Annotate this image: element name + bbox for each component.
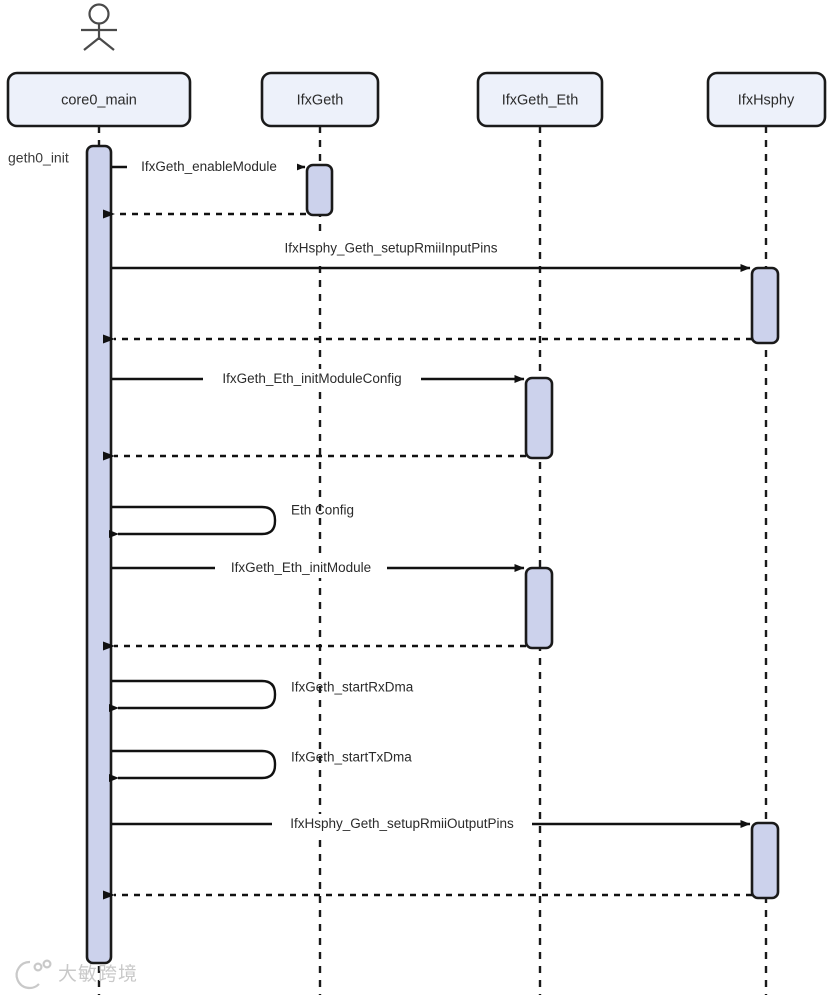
- message-label-ifxhsphy-geth-setuprmiioutputpins: IfxHsphy_Geth_setupRmiiOutputPins: [290, 816, 514, 831]
- activation-ifxgeth-eth-initmoduleconfig: [524, 376, 554, 460]
- participant-label-core0-main: core0_main: [61, 92, 137, 108]
- participant-header-ifxgeth[interactable]: IfxGeth: [260, 71, 380, 128]
- message-label-ifxgeth-enablemodule: IfxGeth_enableModule: [141, 159, 277, 174]
- watermark-text: 大敏跨境: [58, 963, 138, 985]
- message-label-ifxgeth-startrxdma: IfxGeth_startRxDma: [291, 680, 414, 695]
- activation-ifxgeth-eth-initmodule: [524, 566, 554, 650]
- watermark: 大敏跨境: [15, 959, 138, 990]
- message-ifxgeth-eth-initmodule[interactable]: IfxGeth_Eth_initModule: [112, 558, 525, 578]
- participant-label-ifxgeth-eth: IfxGeth_Eth: [502, 92, 579, 108]
- activation-label-geth0-init: geth0_init: [8, 150, 69, 166]
- activation-ifxhsphy-setuprmiioutputpins: [750, 821, 780, 900]
- message-label-ifxhsphy-geth-setuprmiiinputpins: IfxHsphy_Geth_setupRmiiInputPins: [284, 241, 497, 256]
- message-ifxhsphy-geth-setuprmiiinputpins[interactable]: IfxHsphy_Geth_setupRmiiInputPins: [112, 238, 751, 272]
- participant-header-core0-main[interactable]: core0_main: [6, 71, 192, 128]
- message-label-eth-config: Eth Config: [291, 503, 354, 518]
- participant-label-ifxhsphy: IfxHsphy: [738, 92, 795, 108]
- message-label-ifxgeth-eth-initmoduleconfig: IfxGeth_Eth_initModuleConfig: [222, 371, 401, 386]
- message-self-ifxgeth-startrxdma[interactable]: IfxGeth_startRxDma: [109, 680, 414, 712]
- watermark-logo-icon: [15, 959, 52, 990]
- message-label-ifxgeth-starttxdma: IfxGeth_startTxDma: [291, 750, 412, 765]
- message-label-ifxgeth-eth-initmodule: IfxGeth_Eth_initModule: [231, 560, 371, 575]
- participant-header-ifxhsphy[interactable]: IfxHsphy: [706, 71, 827, 128]
- message-self-eth-config[interactable]: Eth Config: [109, 503, 354, 538]
- message-ifxhsphy-geth-setuprmiioutputpins[interactable]: IfxHsphy_Geth_setupRmiiOutputPins: [112, 814, 751, 834]
- actor-stick-figure-icon: [81, 3, 117, 51]
- message-ifxgeth-enablemodule[interactable]: IfxGeth_enableModule: [112, 157, 306, 177]
- activation-core0-main: [85, 144, 113, 965]
- activation-ifxgeth-enablemodule: [305, 163, 334, 217]
- message-ifxgeth-eth-initmoduleconfig[interactable]: IfxGeth_Eth_initModuleConfig: [112, 369, 525, 389]
- participant-label-ifxgeth: IfxGeth: [297, 92, 344, 108]
- participant-header-ifxgeth-eth[interactable]: IfxGeth_Eth: [476, 71, 604, 128]
- activation-ifxhsphy-setuprmiiinputpins: [750, 266, 780, 345]
- message-self-ifxgeth-starttxdma[interactable]: IfxGeth_startTxDma: [109, 750, 412, 782]
